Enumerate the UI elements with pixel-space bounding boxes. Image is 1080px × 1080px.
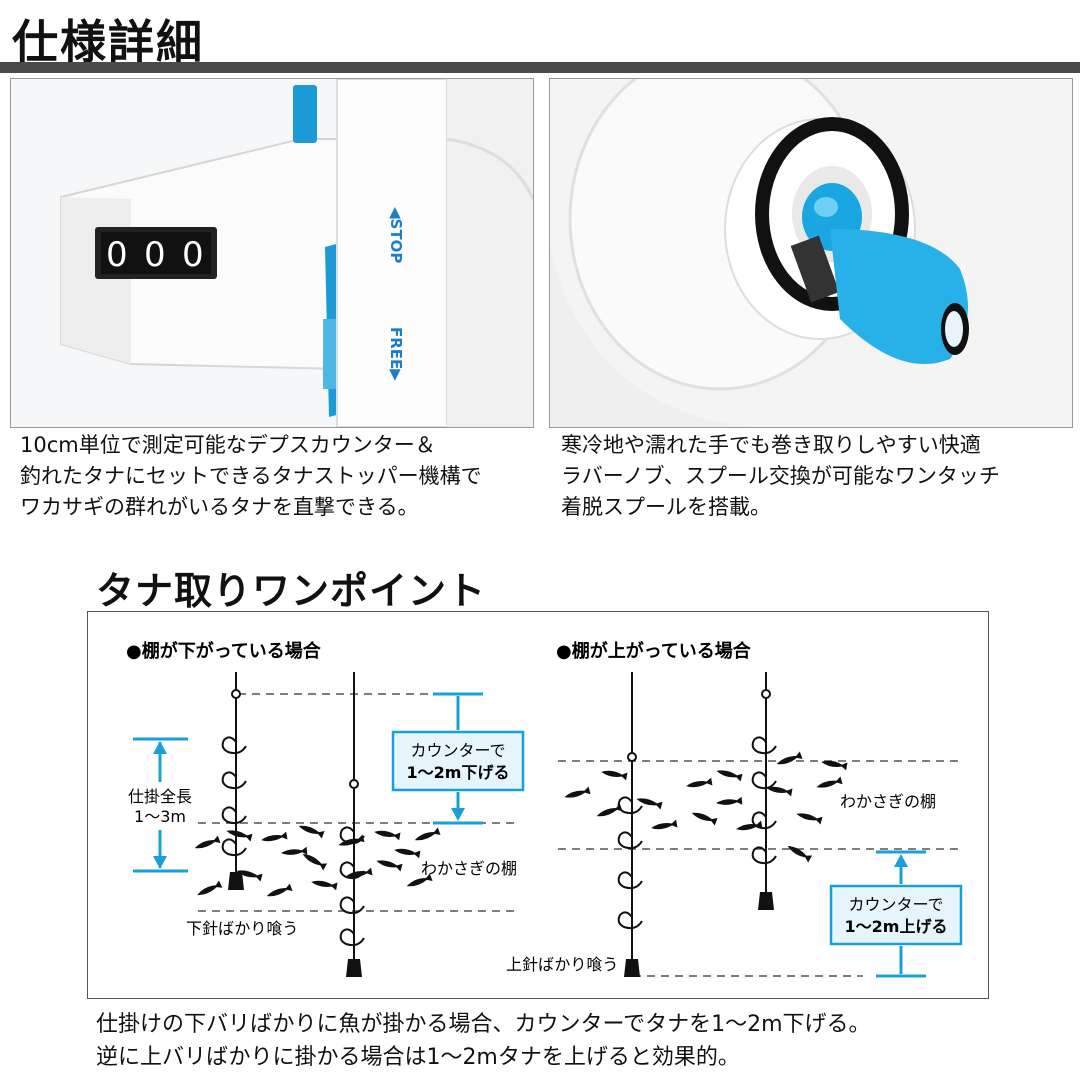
right-heading: ●棚が上がっている場合 [556, 640, 752, 662]
counter-digit: 0 [144, 235, 166, 275]
fish-icon [785, 842, 813, 863]
caption-line: ワカサギの群れがいるタナを直撃できる。 [20, 495, 419, 519]
fish-icon [690, 809, 718, 826]
fish-icon [373, 827, 401, 841]
caption-right: 寒冷地や濡れた手でも巻き取りしやすい快適 ラバーノブ、スプール交換が可能なワンタ… [561, 430, 1000, 523]
fish-icon [195, 880, 223, 899]
reel-knob-photo [549, 78, 1073, 428]
bite-label-right: 上針ばかり喰う [506, 955, 618, 974]
fish-icon [795, 810, 823, 825]
rig-length-value: 1～3m [134, 807, 186, 826]
fish-icon [715, 796, 743, 808]
fish-icon [300, 850, 328, 871]
page-title: 仕様詳細 [12, 15, 204, 69]
counter-digit: 0 [182, 235, 204, 275]
fish-icon [635, 795, 663, 810]
left-heading: ●棚が下がっている場合 [126, 640, 322, 662]
school-label-left: わかさぎの棚 [421, 859, 517, 878]
caption-line: 10cm単位で測定可能なデプスカウンター＆ [20, 433, 436, 457]
explanation-text: 仕掛けの下バリばかりに魚が掛かる場合、カウンターでタナを1～2m下げる。 逆に上… [96, 1008, 871, 1074]
counter-down-box [391, 730, 525, 792]
fish-icon [685, 777, 713, 791]
caption-line: 釣れたタナにセットできるタナストッパー機構で [20, 464, 482, 488]
fish-icon [310, 877, 338, 891]
section-title: タナ取りワンポイント [96, 569, 487, 613]
fish-icon [820, 757, 848, 771]
fish-icon [375, 857, 403, 872]
fish-icon [765, 783, 793, 797]
tana-diagram: ●棚が下がっている場合 仕掛全長 1～3m カウンターで 1～2m下げる [87, 611, 989, 999]
fish-icon [735, 820, 763, 834]
counter-down-label: カウンターで [410, 741, 505, 760]
caption-left: 10cm単位で測定可能なデプスカウンター＆ 釣れたタナにセットできるタナストッパ… [20, 430, 482, 523]
explanation-line: 逆に上バリばかりに掛かる場合は1～2mタナを上げると効果的。 [96, 1045, 740, 1070]
fish-icon [193, 835, 221, 852]
fish-icon [265, 883, 293, 900]
fish-icon [650, 819, 678, 833]
caption-line: 寒冷地や濡れた手でも巻き取りしやすい快適 [561, 433, 981, 457]
fish-icon [413, 827, 441, 844]
fish-icon [563, 786, 591, 801]
fish-icon [393, 845, 421, 859]
bite-label-left: 下針ばかり喰う [186, 919, 298, 938]
fish-icon [775, 751, 803, 768]
rig-length-label: 仕掛全長 [128, 787, 192, 806]
counter-up-box [829, 884, 963, 946]
fish-icon [815, 776, 843, 791]
counter-up-label: カウンターで [848, 895, 943, 914]
stop-label: ◀STOP [387, 207, 405, 263]
free-label: FREE▶ [387, 327, 405, 381]
school-label-right: わかさぎの棚 [840, 792, 936, 811]
caption-line: 着脱スプールを搭載。 [561, 495, 771, 519]
fish-icon [600, 767, 628, 781]
fish-icon [260, 831, 288, 845]
explanation-line: 仕掛けの下バリばかりに魚が掛かる場合、カウンターでタナを1～2m下げる。 [96, 1012, 871, 1037]
header-divider [0, 62, 1080, 73]
counter-down-value: 1～2m下げる [407, 763, 510, 782]
fish-icon [715, 767, 743, 782]
fish-icon [297, 822, 325, 839]
counter-digit: 0 [106, 235, 128, 275]
counter-up-value: 1～2m上げる [845, 917, 948, 936]
fish-icon [280, 846, 308, 858]
caption-line: ラバーノブ、スプール交換が可能なワンタッチ [561, 464, 1000, 488]
fish-school-right [563, 751, 848, 863]
fish-icon [595, 803, 623, 820]
reel-counter-photo: 0 0 0 ◀STOP FREE▶ [10, 78, 534, 428]
